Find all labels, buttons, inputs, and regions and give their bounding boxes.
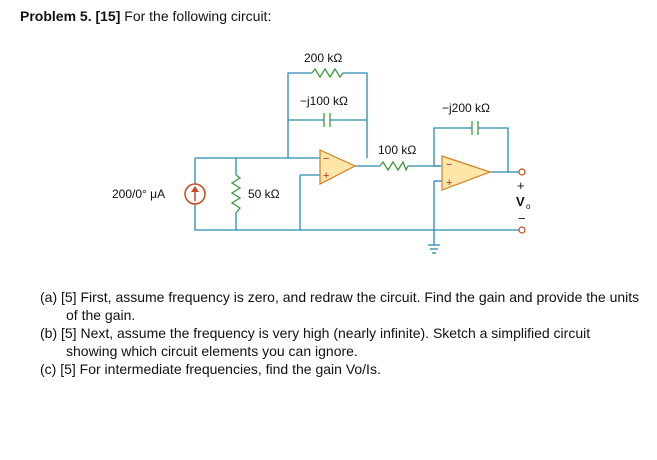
- resistor-200k-label: 200 kΩ: [304, 51, 342, 65]
- output-terminal-minus: [518, 226, 526, 234]
- output-v-subscript: o: [526, 202, 531, 211]
- part-c: (c) [5] For intermediate frequencies, fi…: [40, 361, 381, 377]
- output-plus-sign: +: [517, 178, 525, 193]
- problem-points: [15]: [95, 8, 121, 24]
- question-parts: (a) [5] First, assume frequency is zero,…: [40, 288, 640, 378]
- problem-number: Problem 5.: [20, 8, 92, 24]
- resistor-200k: [311, 67, 344, 79]
- opamp2-plus: +: [446, 177, 452, 189]
- current-source: [184, 183, 206, 205]
- capacitor-j200k-label: −j200 kΩ: [442, 101, 490, 115]
- output-v-label: V: [516, 194, 525, 209]
- opamp1-minus: −: [323, 153, 329, 165]
- part-b: (b) [5] Next, assume the frequency is ve…: [40, 325, 591, 359]
- wires: [194, 72, 522, 245]
- output-minus-sign: −: [518, 211, 526, 226]
- resistor-50k-label: 50 kΩ: [248, 187, 280, 201]
- opamp-2: − +: [441, 155, 492, 191]
- capacitor-j100k-label: −j100 kΩ: [300, 94, 348, 108]
- problem-intro: For the following circuit:: [124, 8, 272, 24]
- ground-symbol: [428, 244, 440, 254]
- opamp-1: − +: [319, 149, 357, 185]
- opamp2-minus: −: [446, 159, 452, 171]
- circuit-diagram: 200/0° μA 50 kΩ 200 kΩ −j100 kΩ − + 100 …: [112, 51, 531, 254]
- problem-header: Problem 5. [15] For the following circui…: [20, 8, 271, 24]
- resistor-100k-label: 100 kΩ: [378, 143, 416, 157]
- resistor-100k: [379, 160, 409, 172]
- capacitor-j200k: [471, 121, 479, 135]
- output-terminal-plus: [518, 168, 526, 176]
- capacitor-j100k: [323, 113, 331, 127]
- source-label: 200/0° μA: [112, 187, 165, 201]
- opamp1-plus: +: [323, 170, 329, 182]
- part-a: (a) [5] First, assume frequency is zero,…: [40, 289, 640, 323]
- resistor-50k: [230, 174, 242, 214]
